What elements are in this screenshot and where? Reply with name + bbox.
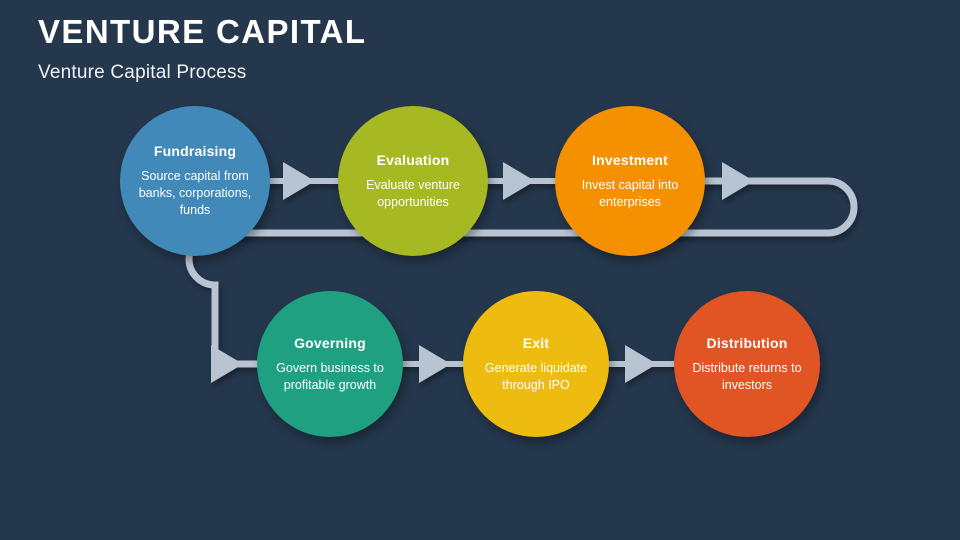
node-title: Fundraising [153,143,237,160]
node-description: Generate liquidate through IPO [484,360,588,392]
node-title: Distribution [706,334,788,351]
node-title: Evaluation [376,151,450,168]
node-description: Invest capital into enterprises [581,177,679,209]
node-description: Evaluate venture opportunities [366,177,460,209]
node-description: Source capital from banks, corporations,… [138,169,252,217]
page-title: VENTURE CAPITAL [38,13,367,50]
process-node-fundraising[interactable]: Fundraising Source capital from banks, c… [120,106,270,256]
node-description: Distribute returns to investors [692,360,802,392]
arrow-icon-investment-to-wrap [722,162,754,200]
arrow-icon-governing-to-exit [419,345,451,383]
process-node-distribution[interactable]: Distribution Distribute returns to inves… [674,291,820,437]
arrow-icon-exit-to-distribution [625,345,657,383]
arrow-icon-wrap-to-governing [211,345,243,383]
node-description: Govern business to profitable growth [276,360,384,392]
process-node-exit[interactable]: Exit Generate liquidate through IPO [463,291,609,437]
arrow-icon-fundraising-to-evaluation [283,162,315,200]
process-node-evaluation[interactable]: Evaluation Evaluate venture opportunitie… [338,106,488,256]
node-title: Governing [294,334,366,351]
node-title: Exit [522,334,550,351]
arrow-icon-evaluation-to-investment [503,162,535,200]
slide-header: VENTURE CAPITAL Venture Capital Process [38,13,367,84]
process-node-investment[interactable]: Investment Invest capital into enterpris… [555,106,705,256]
node-title: Investment [592,151,668,168]
process-node-governing[interactable]: Governing Govern business to profitable … [257,291,403,437]
page-subtitle: Venture Capital Process [38,62,247,84]
